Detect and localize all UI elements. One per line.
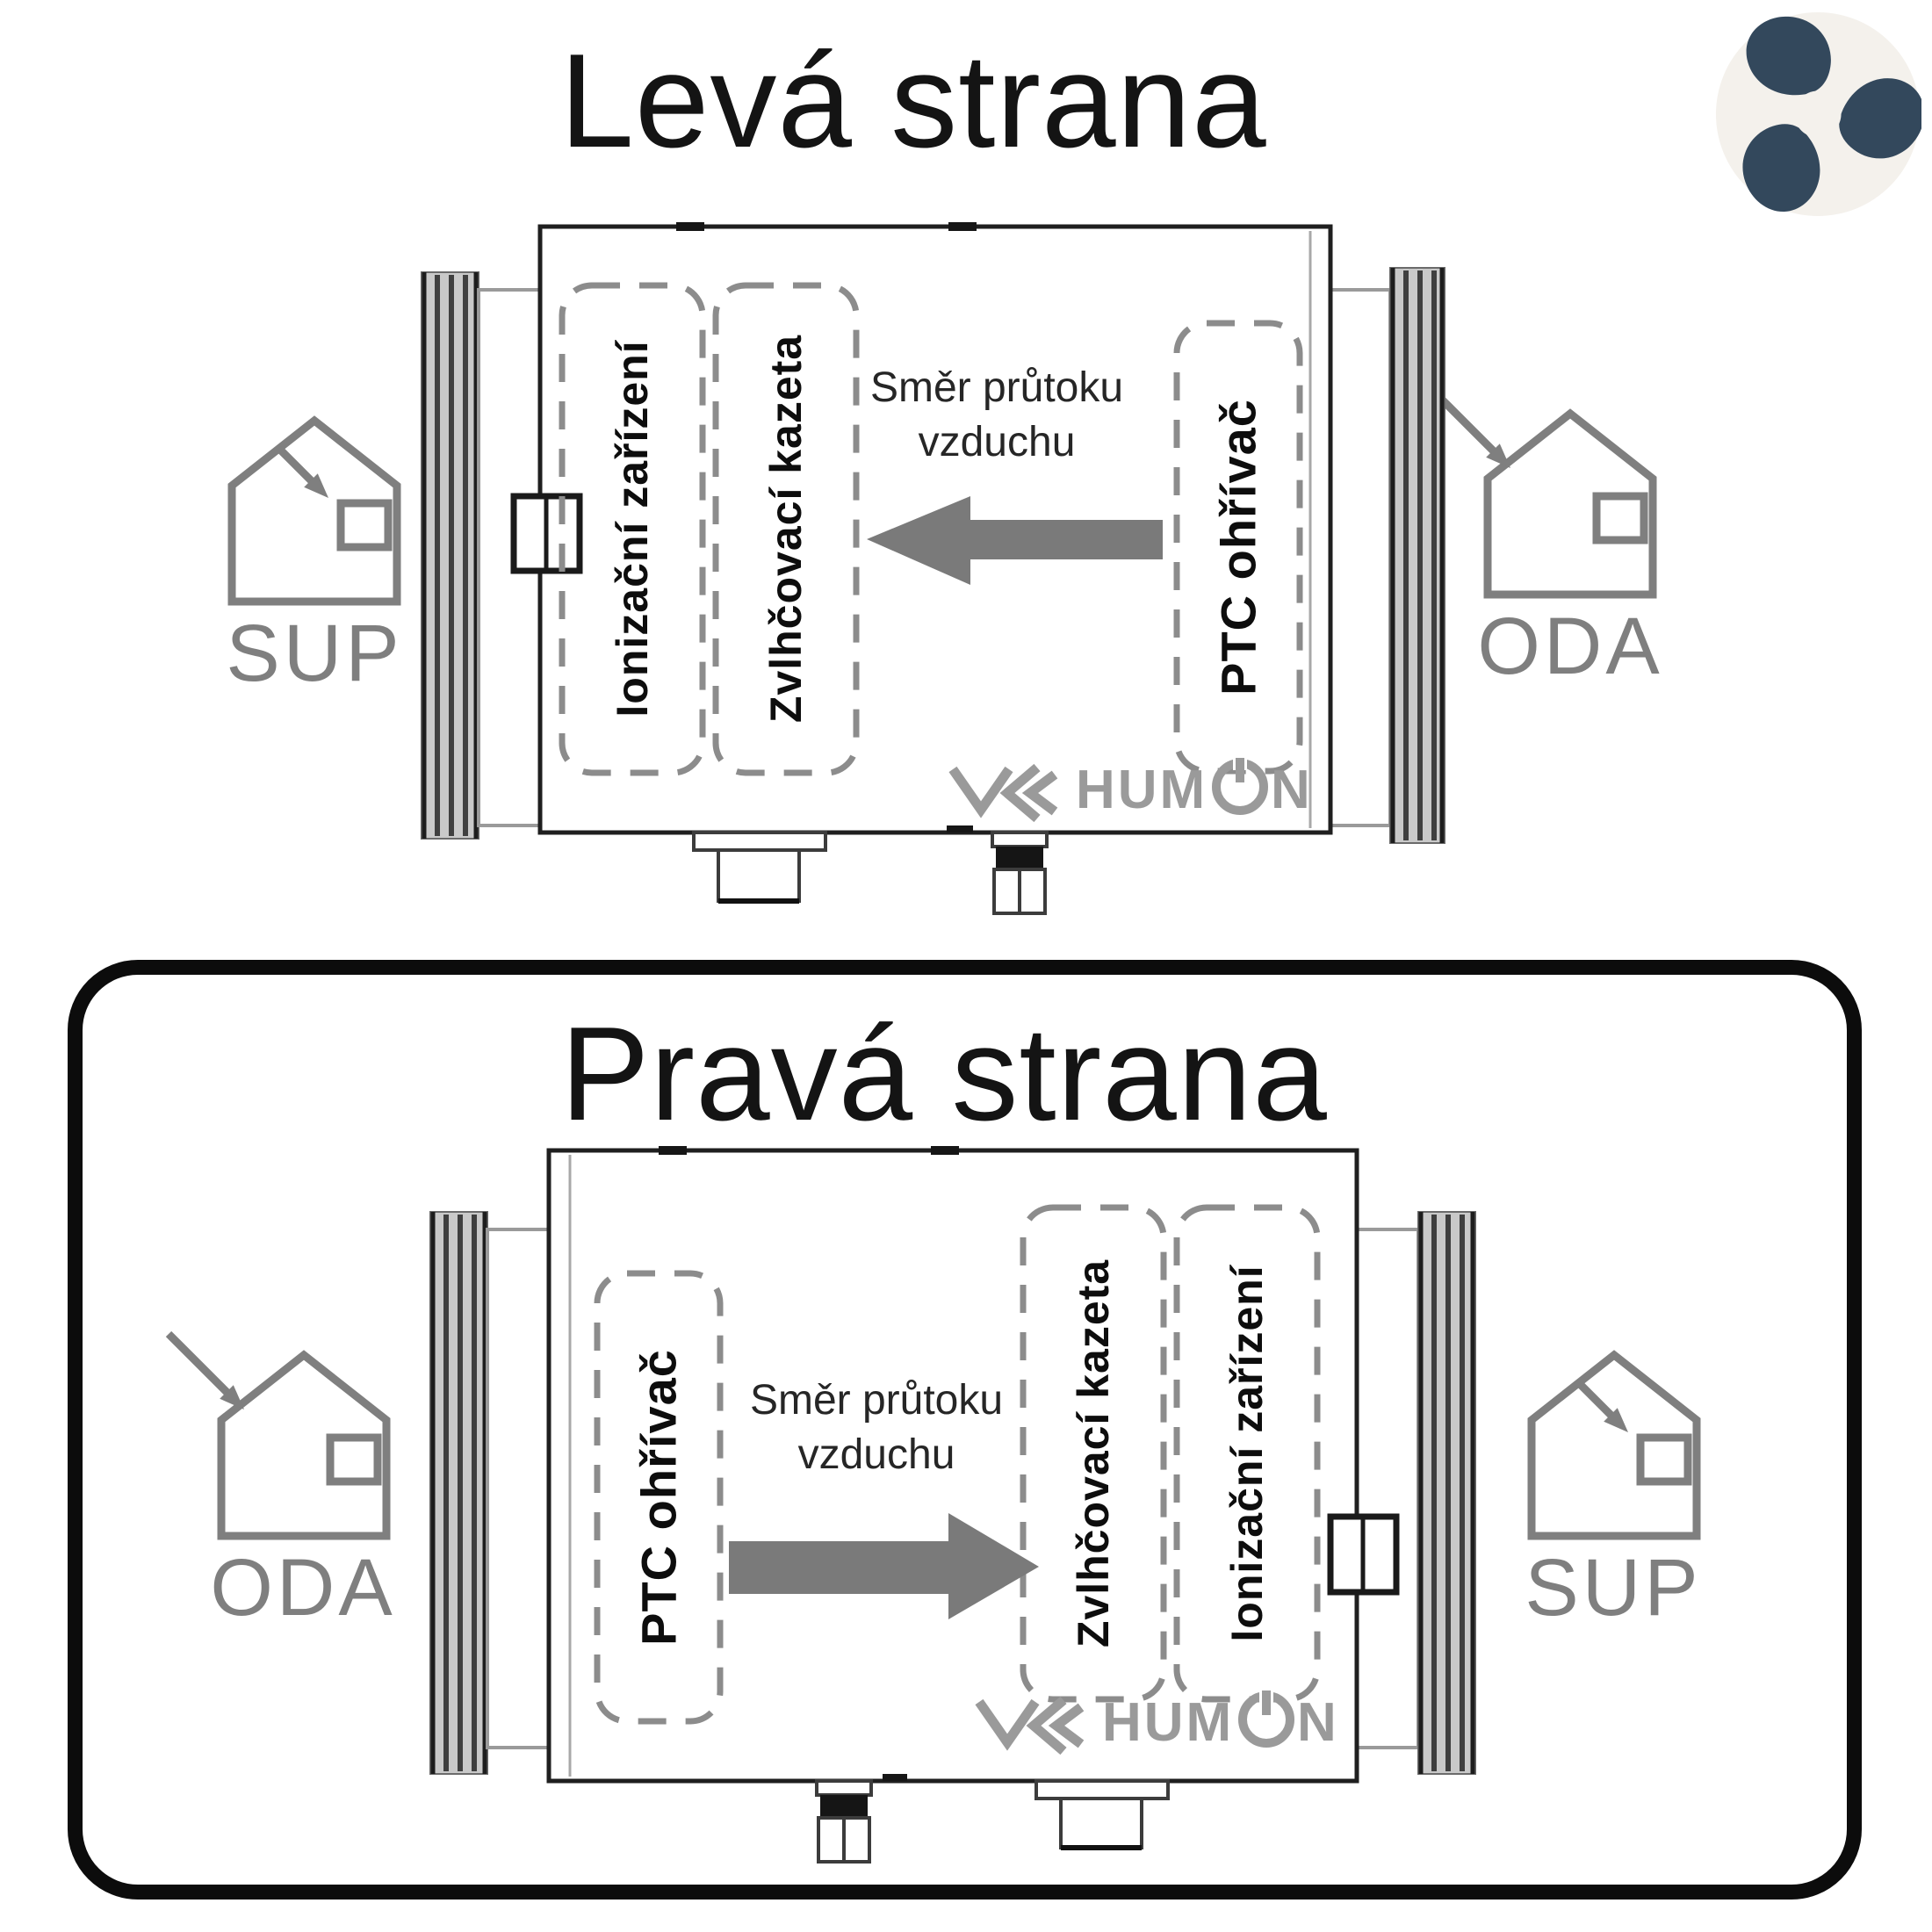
drain-connector	[1034, 1779, 1170, 1850]
module-box-humidifier: Zvlhčovací kazeta	[1020, 1204, 1167, 1703]
airflow-label-line2: vzduchu	[919, 419, 1076, 465]
humon-logo-text-right: N	[1271, 760, 1313, 820]
mk-humon-logo: HUM N	[975, 1690, 1339, 1755]
access-latch	[510, 493, 583, 574]
right-side-diagram: ODA SUP	[123, 1146, 1756, 1864]
access-latch	[1327, 1513, 1400, 1596]
sup-house-icon	[1532, 1355, 1697, 1536]
module-box-ptc-heater: PTC ohřívač	[594, 1270, 724, 1725]
left-side-diagram: SUP ODA	[226, 222, 1662, 915]
airflow-label-line1: Směr průtoku	[750, 1377, 1003, 1424]
power-o-icon	[1238, 1690, 1294, 1748]
duct-flange-left-icon	[429, 1211, 551, 1775]
cable-gland-connector	[991, 831, 1049, 915]
oda-house-icon	[1435, 393, 1653, 595]
humon-logo-text-right: N	[1297, 1692, 1339, 1753]
hinge-tab	[883, 1774, 907, 1781]
mk-monogram-icon	[948, 763, 1058, 823]
humon-logo-text-left: HUM	[1102, 1692, 1234, 1753]
module-box-ionizer: Ionizační zařízení	[559, 282, 706, 776]
duct-flange-right-icon	[1355, 1211, 1476, 1775]
module-label-ionizer: Ionizační zařízení	[608, 339, 657, 717]
house-label-oda: ODA	[1477, 602, 1662, 691]
module-label-ionizer: Ionizační zařízení	[1222, 1264, 1272, 1641]
airflow-arrow	[729, 1513, 1039, 1619]
sup-house-icon	[232, 421, 397, 602]
airflow-label-line2: vzduchu	[798, 1431, 955, 1478]
device-body	[546, 1148, 1359, 1784]
house-label-sup: SUP	[226, 609, 402, 698]
fan-icon	[1715, 11, 1925, 217]
module-label-ptc-heater: PTC ohřívač	[1211, 399, 1266, 696]
duct-flange-right-icon	[1329, 267, 1445, 844]
drain-connector	[692, 831, 827, 904]
mk-monogram-icon	[975, 1696, 1085, 1755]
fan-logo-badge	[1714, 11, 1925, 218]
module-label-ptc-heater: PTC ohřívač	[631, 1349, 687, 1646]
airflow-arrow	[867, 496, 1163, 585]
hinge-tab	[676, 222, 704, 231]
airflow-label-line1: Směr průtoku	[870, 364, 1123, 411]
right-section-border	[68, 960, 1862, 1900]
fan-hub	[1794, 90, 1842, 138]
left-section-title: Levá strana	[559, 26, 1267, 176]
module-box-ionizer: Ionizační zařízení	[1173, 1204, 1321, 1703]
module-label-humidifier: Zvlhčovací kazeta	[761, 335, 811, 723]
hinge-tab	[659, 1146, 687, 1155]
hinge-tab	[947, 825, 973, 833]
house-label-oda: ODA	[210, 1543, 395, 1633]
hinge-tab	[948, 222, 977, 231]
oda-house-icon	[169, 1334, 386, 1536]
humon-logo-text-left: HUM	[1076, 760, 1208, 820]
fan-blades	[1742, 16, 1925, 212]
module-label-humidifier: Zvlhčovací kazeta	[1069, 1259, 1118, 1647]
module-box-humidifier: Zvlhčovací kazeta	[712, 282, 860, 776]
right-section-title: Pravá strana	[560, 999, 1328, 1149]
power-o-icon	[1212, 758, 1268, 815]
duct-flange-left-icon	[421, 271, 542, 840]
cable-gland-connector	[815, 1779, 873, 1864]
mk-humon-logo: HUM N	[948, 758, 1313, 823]
house-label-sup: SUP	[1525, 1543, 1701, 1633]
hinge-tab	[931, 1146, 959, 1155]
